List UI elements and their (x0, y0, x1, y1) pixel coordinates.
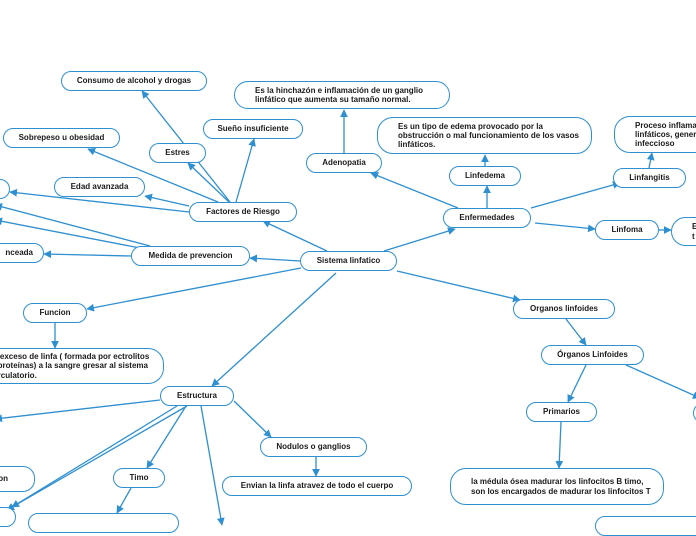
node-adenopatia-definicion[interactable]: Es la hinchazón e inflamación de un gang… (234, 81, 450, 109)
edge-medida-offscreen-2 (0, 217, 141, 249)
edge-central-organos (396, 270, 521, 303)
node-nodulos-definicion[interactable]: Envian la linfa atravez de todo el cuerp… (222, 476, 412, 496)
edge-timo-partial-b2 (116, 487, 132, 514)
edge-organos2-primarios (567, 364, 587, 403)
edge-estructura-partial-b1 (11, 405, 178, 508)
edge-estructura-offscreen-down (200, 405, 225, 526)
node-enfermedades[interactable]: Enfermedades (443, 208, 531, 228)
edge-factores-sueno (235, 138, 256, 203)
node-partial-bottom-left[interactable] (0, 507, 16, 527)
node-timo[interactable]: Timo (113, 468, 165, 488)
node-sueno-insuficiente[interactable]: Sueño insuficiente (203, 119, 303, 139)
node-consumo-alcohol-drogas[interactable]: Consumo de alcohol y drogas (61, 71, 207, 91)
node-edad-avanzada[interactable]: Edad avanzada (54, 177, 145, 197)
edge-estructura-nodulos (233, 400, 272, 438)
edge-central-enfermedades (383, 227, 456, 252)
node-sobrepeso-obesidad[interactable]: Sobrepeso u obesidad (3, 128, 120, 148)
edge-central-factores (262, 220, 328, 252)
edge-organos2-partial (625, 364, 696, 399)
node-primarios-definicion[interactable]: la médula ósea madurar los linfocitos B … (450, 468, 664, 505)
edge-factores-sobrepeso (87, 148, 219, 203)
node-factores-de-riesgo[interactable]: Factores de Riesgo (189, 202, 297, 222)
edge-estructura-partial-b1b (6, 405, 188, 511)
edge-enfermedades-adenopatia (370, 172, 459, 209)
node-medida-de-prevencion[interactable]: Medida de prevencion (131, 246, 250, 266)
node-partial-on[interactable]: on (0, 466, 35, 492)
edge-organos-organos2 (565, 318, 587, 346)
node-nodulos-ganglios[interactable]: Nodulos o ganglios (260, 437, 367, 457)
node-adenopatia[interactable]: Adenopatia (306, 153, 382, 173)
node-funcion-definicion[interactable]: el exceso de linfa ( formada por ectroli… (0, 348, 164, 384)
node-estres[interactable]: Estres (149, 143, 206, 163)
node-funcion[interactable]: Funcion (23, 303, 87, 323)
edge-central-funcion (86, 267, 302, 312)
edge-linfangitis-def (646, 152, 655, 169)
node-organos-linfoides[interactable]: Organos linfoides (513, 299, 615, 319)
edge-medida-balanceada (43, 250, 132, 259)
node-dieta-balanceada[interactable]: nceada (0, 243, 44, 263)
connector-lines (0, 90, 696, 526)
mind-map-canvas: Sistema linfatico Factores de Riesgo Con… (0, 71, 696, 536)
edge-enfermedades-linfangitis (530, 181, 621, 209)
edge-central-estructura (211, 272, 337, 387)
node-linfangitis-definicion[interactable]: Proceso inflama linfáticos, gener infecc… (614, 116, 696, 153)
node-linfoma[interactable]: Linfoma (595, 220, 659, 240)
node-linfedema[interactable]: Linfedema (449, 166, 521, 186)
node-linfedema-definicion[interactable]: Es un tipo de edema provocado por la obs… (377, 117, 592, 154)
node-partial-bottom-center[interactable] (28, 513, 179, 533)
edge-factores-estres (187, 162, 230, 203)
edge-enfermedades-linfoma (534, 222, 596, 233)
edge-factores-edad (144, 193, 190, 207)
edge-primarios-def (555, 421, 564, 469)
node-partial-bottom-right[interactable] (595, 516, 696, 536)
edge-central-medida (249, 254, 301, 263)
edge-medida-offscreen-1 (0, 203, 151, 247)
edge-factores-partial (9, 188, 190, 213)
node-estructura[interactable]: Estructura (160, 386, 234, 406)
edge-estructura-offscreen-1 (0, 399, 161, 423)
node-sistema-linfatico[interactable]: Sistema linfatico (300, 251, 397, 271)
node-primarios[interactable]: Primarios (526, 402, 597, 422)
node-linfoma-definicion[interactable]: E t (671, 217, 696, 246)
node-organos-linfoides-tipo[interactable]: Órganos Linfoides (541, 345, 644, 365)
edge-estructura-timo (146, 405, 187, 469)
node-linfangitis[interactable]: Linfangitis (613, 168, 686, 188)
